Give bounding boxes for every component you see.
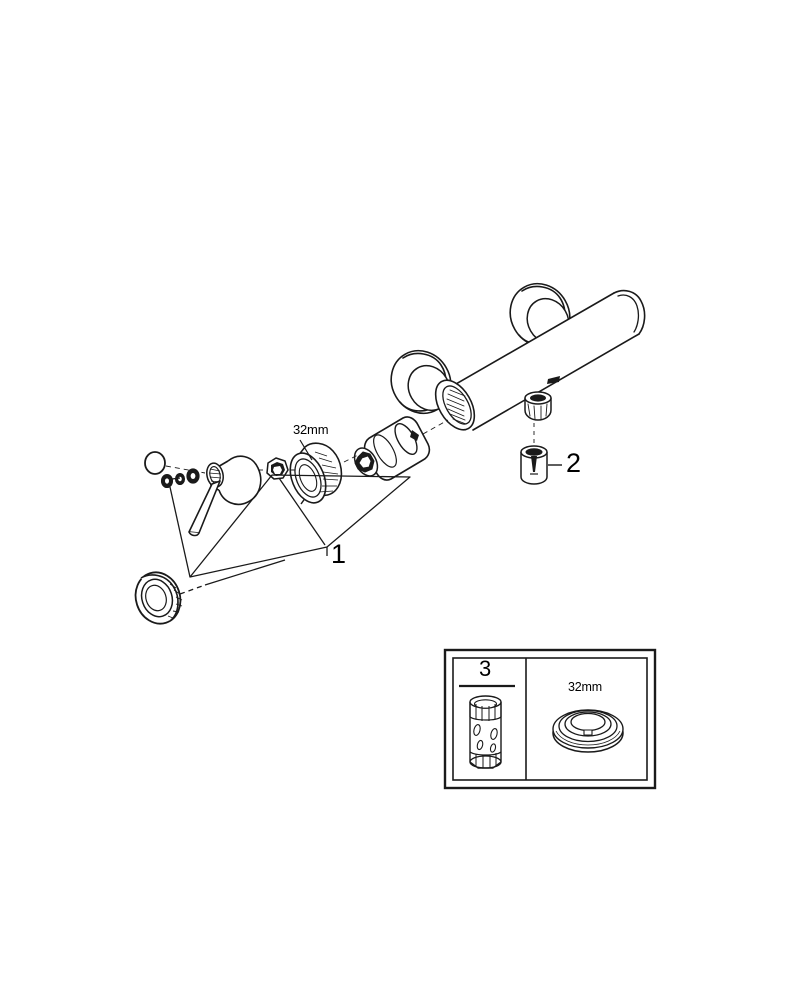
part-check-valve: [520, 423, 562, 485]
part-handle-lever: [188, 455, 262, 537]
callout-1-leaders: [169, 474, 411, 595]
part-seal-ring: [552, 709, 624, 753]
part-escutcheon-ring: [134, 571, 183, 625]
part-filter-sleeve: [469, 695, 502, 769]
inset-title-3: 3: [479, 656, 492, 681]
valve-body-group: [390, 282, 646, 431]
part-hex-nut: [258, 457, 300, 480]
part-cartridge: [353, 416, 449, 481]
part-screw-cap: [144, 451, 166, 475]
callout-label-1: 1: [331, 539, 347, 569]
inset-title-32mm: 32mm: [568, 680, 602, 694]
dimension-label-32mm-main: 32mm: [293, 422, 329, 437]
handle-fixing-set: [144, 451, 206, 489]
part-cap-nut: [289, 439, 359, 505]
callout-label-2: 2: [566, 448, 582, 478]
mixer-body-cylinder: [434, 289, 646, 431]
outlet-boss: [524, 391, 552, 421]
